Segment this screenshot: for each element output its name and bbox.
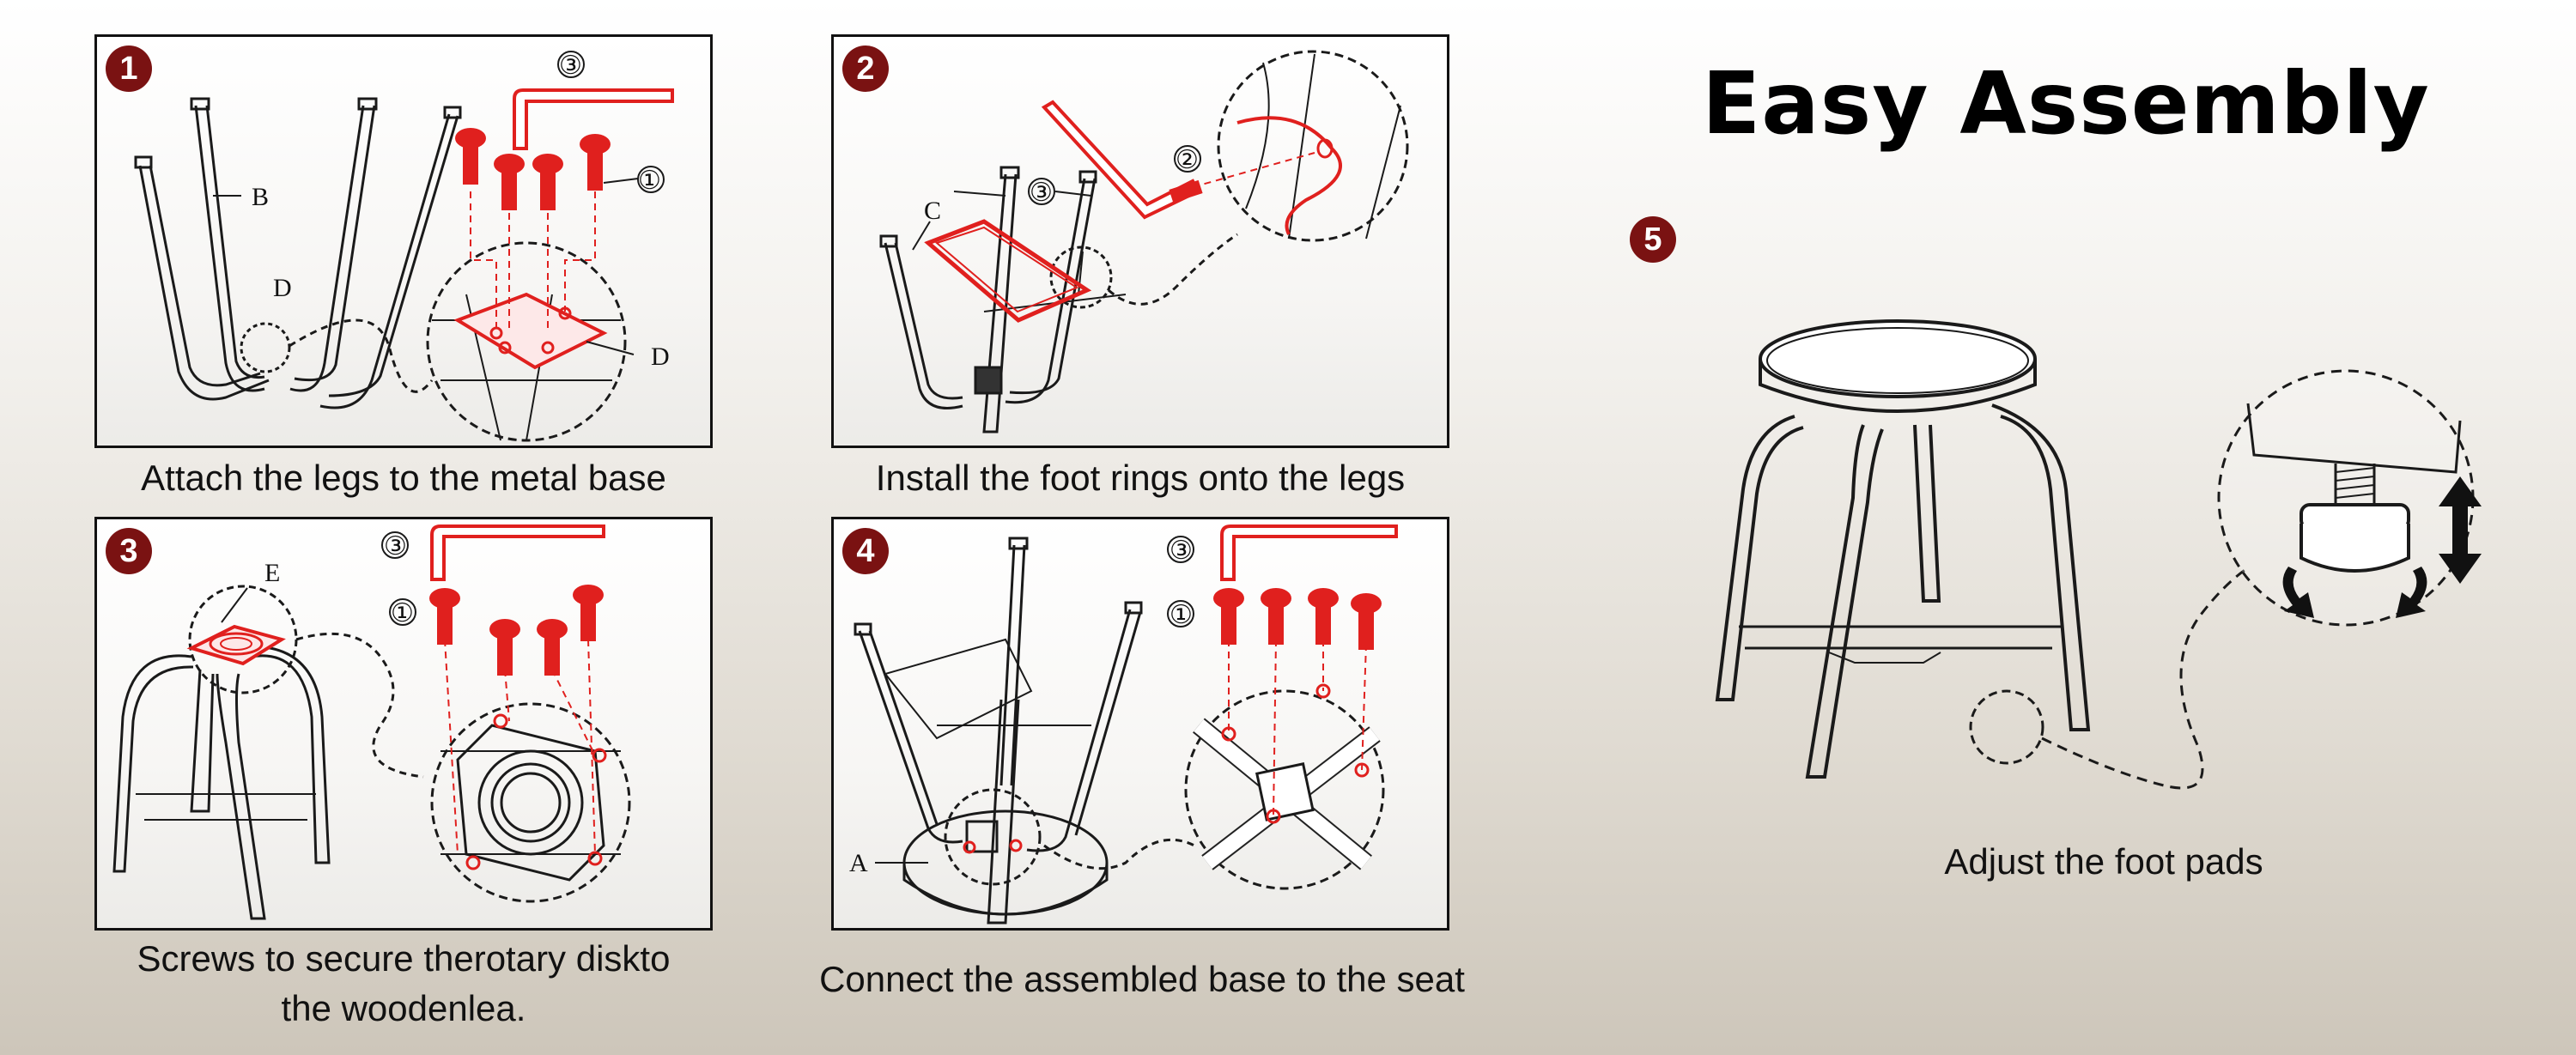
screw-group <box>455 128 611 329</box>
step-5-badge: 5 <box>1630 216 1676 263</box>
step-4-panel: A ③ ① 4 <box>831 517 1449 931</box>
svg-text:③: ③ <box>1030 179 1053 207</box>
svg-text:①: ① <box>1170 601 1193 629</box>
step-4-caption: Connect the assembled base to the seat <box>819 959 1465 999</box>
step-3-illustration: E ③ ① <box>112 524 631 920</box>
step-5-caption: Adjust the foot pads <box>1944 841 2263 882</box>
step-3-badge: 3 <box>106 528 152 574</box>
step-1-badge: 1 <box>106 45 152 92</box>
svg-text:②: ② <box>1176 146 1199 174</box>
step-3-caption: Screws to secure therotary diskto the wo… <box>69 934 738 1034</box>
svg-text:E: E <box>264 559 280 587</box>
svg-text:C: C <box>924 197 941 225</box>
hex-key-icon <box>1041 100 1200 220</box>
hex-key-icon <box>430 524 605 581</box>
step-4-illustration: A ③ ① <box>849 524 1398 925</box>
page-title: Easy Assembly <box>1702 53 2430 154</box>
svg-text:③: ③ <box>559 52 582 80</box>
svg-text:B: B <box>252 183 269 211</box>
step-1-illustration: B D D ③ ① <box>134 51 674 442</box>
hex-key-icon <box>1220 524 1398 581</box>
step-2-badge: 2 <box>842 45 889 92</box>
step-1-panel: B D D ③ ① 1 <box>94 34 713 448</box>
step-2-caption: Install the foot rings onto the legs <box>875 458 1406 498</box>
step-1-caption: Attach the legs to the metal base <box>141 458 666 498</box>
svg-text:①: ① <box>391 599 414 628</box>
rotate-arrow-icon <box>2282 567 2427 618</box>
step-3-caption-line-1: Screws to secure therotary diskto <box>137 938 671 979</box>
step-2-illustration: C ③ ② <box>879 50 1409 434</box>
svg-text:D: D <box>651 343 670 371</box>
svg-text:③: ③ <box>384 532 407 561</box>
svg-text:D: D <box>273 274 292 302</box>
hex-key-icon <box>513 88 674 150</box>
step-2-panel: C ③ ② 2 <box>831 34 1449 448</box>
up-down-arrow-icon <box>2439 476 2482 584</box>
step-4-badge: 4 <box>842 528 889 574</box>
svg-text:①: ① <box>638 167 661 195</box>
step-3-panel: E ③ ① 3 <box>94 517 713 931</box>
svg-text:③: ③ <box>1170 537 1193 565</box>
svg-text:A: A <box>849 849 868 877</box>
step-5-illustration <box>1715 319 2482 790</box>
step-3-caption-line-2: the woodenlea. <box>281 988 526 1028</box>
